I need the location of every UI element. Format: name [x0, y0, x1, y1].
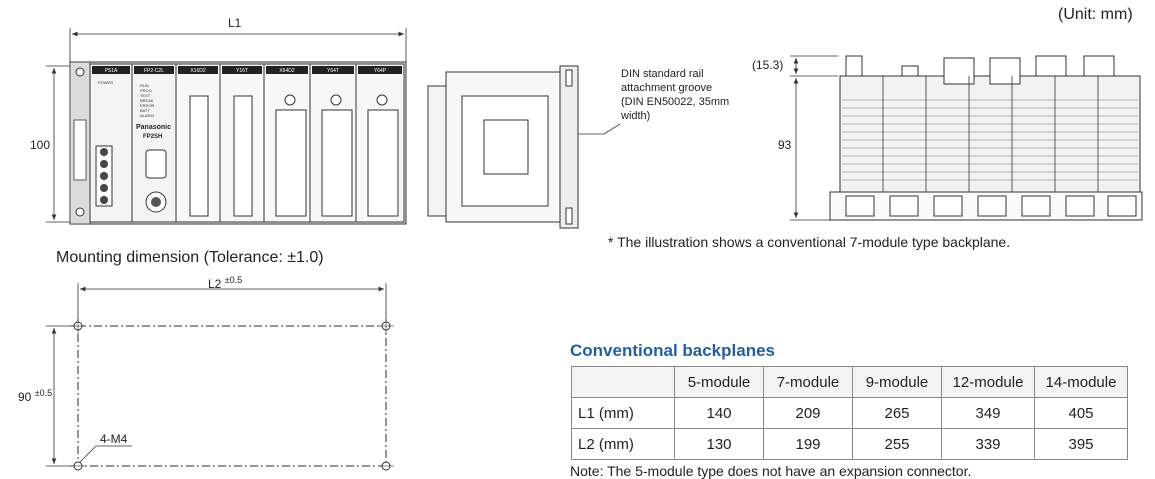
- status-line-label: BATT: [140, 108, 150, 113]
- front-view-drawing: [46, 28, 407, 225]
- module-label: FP2-C2L: [144, 68, 164, 74]
- table-cell: 130: [674, 428, 764, 460]
- status-line-label: PROG: [140, 88, 152, 93]
- table-cell: 209: [763, 397, 853, 429]
- status-line-label: BREAK: [140, 98, 154, 103]
- mounting-title: Mounting dimension (Tolerance: ±1.0): [56, 249, 324, 266]
- l2-label: L2 ±0.5: [208, 275, 242, 291]
- height-90-label: 90 ±0.5: [18, 388, 52, 404]
- header-cell: 7-module: [763, 366, 853, 398]
- module-label: PS1A: [105, 68, 118, 74]
- status-line-label: TEST: [140, 93, 151, 98]
- status-line-label: ERROR: [140, 103, 155, 108]
- rear-view-drawing: [790, 55, 1143, 221]
- header-cell: 14-module: [1034, 366, 1128, 398]
- table-cell: 140: [674, 397, 764, 429]
- table-cell: 349: [941, 397, 1035, 429]
- module-label: Y64P: [374, 68, 387, 74]
- row-label: L2 (mm): [571, 428, 675, 460]
- unit-label: (Unit: mm): [1058, 6, 1133, 23]
- height-90-text: 90: [18, 390, 32, 404]
- cpu-model-label: FP2SH: [143, 134, 163, 140]
- table-cell: 199: [763, 428, 853, 460]
- l1-dimension-label: L1: [228, 16, 242, 30]
- row-label: L1 (mm): [571, 397, 675, 429]
- l2-label-text: L2: [208, 277, 222, 291]
- table-header-row: 5-module 7-module 9-module 12-module 14-…: [571, 366, 1128, 398]
- status-line-label: RUN: [140, 83, 149, 88]
- din-rail-callout: DIN standard rail attachment groove (DIN…: [621, 68, 730, 122]
- status-line-label: ALARM: [140, 113, 154, 118]
- table-cell: 265: [852, 397, 942, 429]
- table-cell: 255: [852, 428, 942, 460]
- header-cell: 12-module: [941, 366, 1035, 398]
- table-cell: 405: [1034, 397, 1128, 429]
- mounting-drawing: [46, 283, 394, 471]
- height-100-label: 100: [30, 138, 51, 152]
- table-cell: 339: [941, 428, 1035, 460]
- table-row: L1 (mm) 140 209 265 349 405: [571, 397, 1128, 429]
- table-cell: 395: [1034, 428, 1128, 460]
- header-cell: [571, 366, 675, 398]
- illustration-footnote: * The illustration shows a conventional …: [608, 234, 1011, 250]
- table-row: L2 (mm) 130 199 255 339 395: [571, 428, 1128, 460]
- brand-logo: Panasonic: [136, 124, 172, 131]
- table-note: Note: The 5-module type does not have an…: [570, 463, 972, 479]
- module-label: X64D2: [279, 68, 295, 74]
- l2-tolerance: ±0.5: [224, 275, 243, 285]
- backplane-table: 5-module 7-module 9-module 12-module 14-…: [571, 366, 1128, 460]
- header-cell: 5-module: [674, 366, 764, 398]
- header-cell: 9-module: [852, 366, 942, 398]
- side-view-drawing: [427, 65, 621, 229]
- table-heading: Conventional backplanes: [570, 341, 775, 360]
- height-90-tolerance: ±0.5: [34, 388, 53, 398]
- module-label: Y64T: [327, 68, 339, 74]
- height-93-label: 93: [778, 138, 792, 152]
- top-offset-label: (15.3): [752, 58, 784, 72]
- status-line-label: POWER: [98, 80, 113, 85]
- module-label: X16D2: [190, 68, 206, 74]
- module-label: Y16T: [236, 68, 248, 74]
- hole-label: 4-M4: [100, 432, 128, 446]
